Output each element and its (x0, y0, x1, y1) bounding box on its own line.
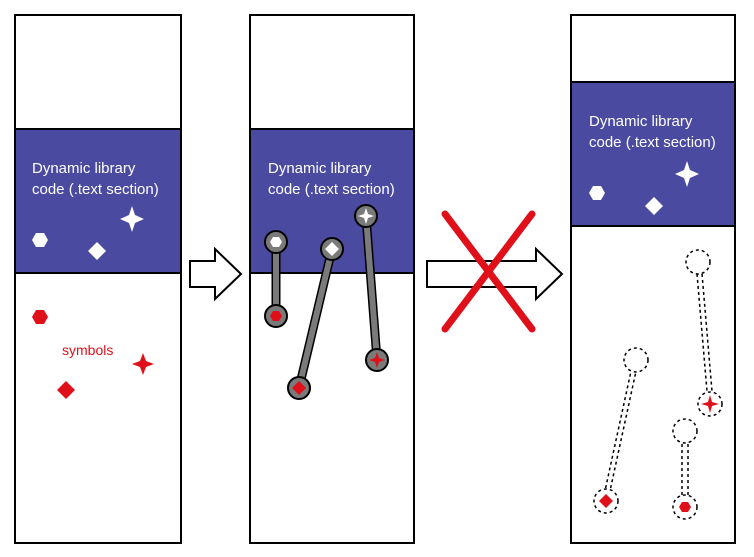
star-icon (701, 395, 719, 413)
right-arrow-icon (189, 246, 243, 302)
hexagon-icon (32, 310, 48, 324)
star-icon (132, 353, 154, 375)
library-label-line2: code (.text section) (589, 134, 716, 151)
diamond-icon (325, 242, 339, 256)
panel-linked: Dynamic library code (.text section) (249, 14, 415, 544)
symbol-link (354, 204, 389, 372)
broken-symbol-link (672, 418, 698, 520)
hexagon-icon (679, 502, 691, 512)
library-label-line2: code (.text section) (32, 181, 159, 198)
diamond-icon (599, 494, 613, 508)
library-label-line1: Dynamic library (589, 113, 693, 130)
diamond-icon (292, 381, 306, 395)
symbol-link (264, 230, 288, 328)
panel-initial: Dynamic library code (.text section) sym… (14, 14, 182, 544)
red-x-icon (441, 210, 536, 333)
library-label-line2: code (.text section) (268, 181, 395, 198)
hexagon-icon (270, 237, 282, 247)
star-icon (369, 352, 385, 368)
panel-relocated: Dynamic library code (.text section) (570, 14, 736, 544)
diamond-icon (645, 197, 663, 215)
broken-symbol-link (593, 347, 649, 514)
hexagon-icon (589, 186, 605, 200)
symbol-link (287, 237, 344, 400)
library-label-line1: Dynamic library (32, 160, 136, 177)
hexagon-icon (32, 233, 48, 247)
symbols-label: symbols (62, 342, 113, 358)
diamond-icon (88, 242, 106, 260)
hexagon-icon (270, 311, 282, 321)
star-icon (120, 206, 144, 232)
star-icon (358, 208, 374, 224)
broken-symbol-link (685, 249, 723, 417)
star-icon (675, 161, 699, 187)
diamond-icon (57, 381, 75, 399)
library-label-line1: Dynamic library (268, 160, 372, 177)
memory-column (14, 14, 182, 544)
